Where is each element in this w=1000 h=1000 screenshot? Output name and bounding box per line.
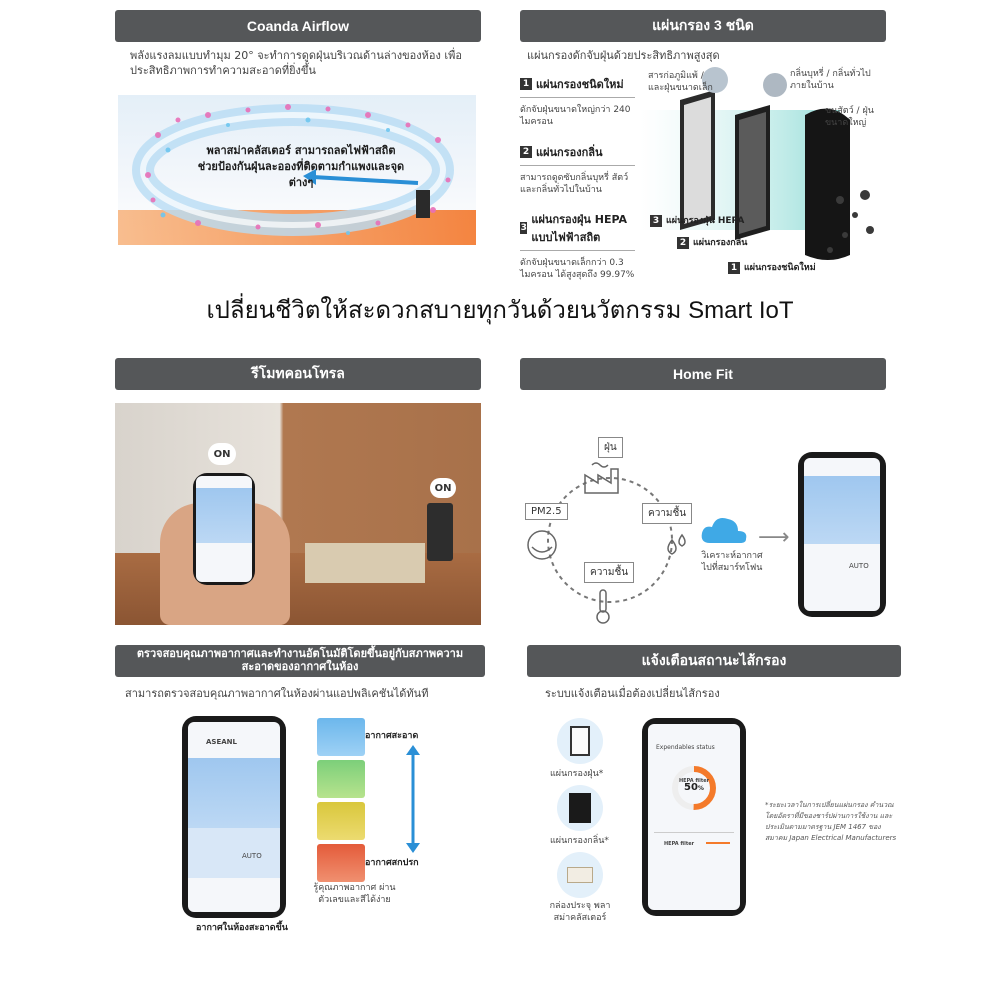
filter-gauge: [672, 766, 716, 810]
gauge-hepa-label: HEPA filter: [679, 778, 710, 784]
smart-iot-headline: เปลี่ยนชีวิตให้สะดวกสบายทุกวันด้วยนวัตกร…: [206, 297, 794, 324]
coanda-description: พลังแรงลมแบบทำมุม 20° จะทำการดูดฝุ่นบริเ…: [130, 49, 462, 77]
coanda-header: Coanda Airflow: [115, 10, 481, 42]
monitor-auto-label: AUTO: [242, 852, 262, 860]
odor-filter-image: [557, 785, 603, 831]
analysis-label: วิเคราะห์อากาศ ไปที่สมาร์ทโฟน: [701, 551, 763, 573]
gauge-percent: 50%: [684, 782, 704, 793]
air-card-green: [317, 760, 365, 798]
odor-filter-label: แผ่นกรองกลิ่น*: [550, 836, 609, 846]
dust-filter-label: แผ่นกรองฝุ่น*: [550, 769, 604, 779]
airflow-diagram: [118, 104, 476, 245]
cloud-icon: [700, 515, 748, 545]
label-pm25: PM2.5: [525, 503, 568, 520]
dust-filter-image: [557, 718, 603, 764]
list-hepa-label: HEPA filter: [664, 841, 695, 847]
filter-stack-graphic: [640, 67, 874, 260]
droplet-icon: [667, 533, 686, 555]
remote-header: รีโมทคอนโทรล: [115, 358, 481, 390]
callout-allergen: สารก่อภูมิแพ้ / และฝุ่นขนาดเล็ก: [648, 71, 713, 93]
know-quality-label: รู้คุณภาพอากาศ ผ่านตัวเลขและสีได้ง่าย: [313, 883, 396, 905]
dust-particles: [827, 190, 874, 253]
homefit-header: Home Fit: [520, 358, 886, 390]
factory-icon: [584, 462, 619, 494]
callout-smell: กลิ่นบุหรี่ / กลิ่นทั่วไปภายในบ้าน: [790, 69, 871, 91]
filters-header: แผ่นกรอง 3 ชนิด: [520, 10, 886, 42]
expendables-title: Expendables status: [656, 744, 715, 751]
plasma-particles: [145, 104, 451, 230]
monitor-phone: ASEANL AUTO: [182, 716, 286, 918]
remote-phone: [193, 473, 255, 585]
quality-double-arrow: [405, 745, 421, 853]
air-card-red: [317, 844, 365, 882]
filter-alert-header: แจ้งเตือนสถานะไส้กรอง: [527, 645, 901, 677]
filter-status-phone: Expendables status HEPA filter 50% HEPA …: [642, 718, 746, 916]
clean-air-label: อากาศสะอาด: [365, 731, 419, 741]
homefit-diagram: ฝุ่น PM2.5 ความชื้น ความชื้น: [520, 435, 720, 630]
living-room-photo: ON ON: [115, 403, 481, 625]
monitor-app-brand: ASEANL: [206, 738, 237, 746]
monitor-description: สามารถตรวจสอบคุณภาพอากาศในห้องผ่านแอปพลิ…: [125, 687, 429, 700]
air-purifier-photo: [427, 503, 453, 561]
filter-note: *ระยะเวลาในการเปลี่ยนแผ่นกรอง คำนวณโดยอั…: [765, 801, 897, 842]
monitor-header: ตรวจสอบคุณภาพอากาศและทำงานอัตโนมัติโดยขึ…: [115, 645, 485, 677]
purifier-unit: [416, 190, 430, 218]
arrow-right-icon: ⟶: [758, 525, 790, 550]
cleaner-room-label: อากาศในห้องสะอาดขึ้น: [196, 923, 288, 933]
thermometer-icon: [596, 589, 610, 624]
on-bubble-purifier: ON: [430, 478, 456, 498]
label-dust: ฝุ่น: [598, 437, 623, 458]
filters-illustration: สารก่อภูมิแพ้ / และฝุ่นขนาดเล็ก กลิ่นบุห…: [640, 60, 885, 280]
plasma-box-label: กล่องประจุ พลาสม่าคลัสเตอร์: [549, 901, 611, 923]
filters-subtitle: แผ่นกรองดักจับฝุ่นด้วยประสิทธิภาพสูงสุด: [527, 49, 720, 62]
label-temperature: ความชื้น: [584, 562, 635, 583]
air-card-yellow: [317, 802, 365, 840]
dirty-air-label: อากาศสกปรก: [365, 858, 419, 868]
homefit-phone: AUTO: [798, 452, 886, 617]
mask-icon: [527, 530, 557, 560]
on-bubble-phone: ON: [208, 443, 236, 465]
allergen-icon: [702, 67, 728, 93]
smell-icon: [763, 73, 787, 97]
coanda-overlay-text: พลาสม่าคลัสเตอร์ สามารถลดไฟฟ้าสถิต ช่วยป…: [197, 144, 405, 189]
blue-arrow: [312, 175, 419, 185]
filter-alert-description: ระบบแจ้งเตือนเมื่อต้องเปลี่ยนไส้กรอง: [545, 687, 720, 700]
coanda-illustration: พลาสม่าคลัสเตอร์ สามารถลดไฟฟ้าสถิต ช่วยป…: [118, 95, 476, 245]
air-card-blue: [317, 718, 365, 756]
label-humidity: ความชื้น: [642, 503, 693, 524]
new-filter-panel: [805, 108, 850, 260]
plasma-box-image: [557, 852, 603, 898]
homefit-auto-label: AUTO: [849, 562, 869, 570]
sensor-cycle: [547, 477, 673, 603]
callout-pet: ขนสัตว์ / ฝุ่นขนาดใหญ่: [825, 106, 874, 128]
